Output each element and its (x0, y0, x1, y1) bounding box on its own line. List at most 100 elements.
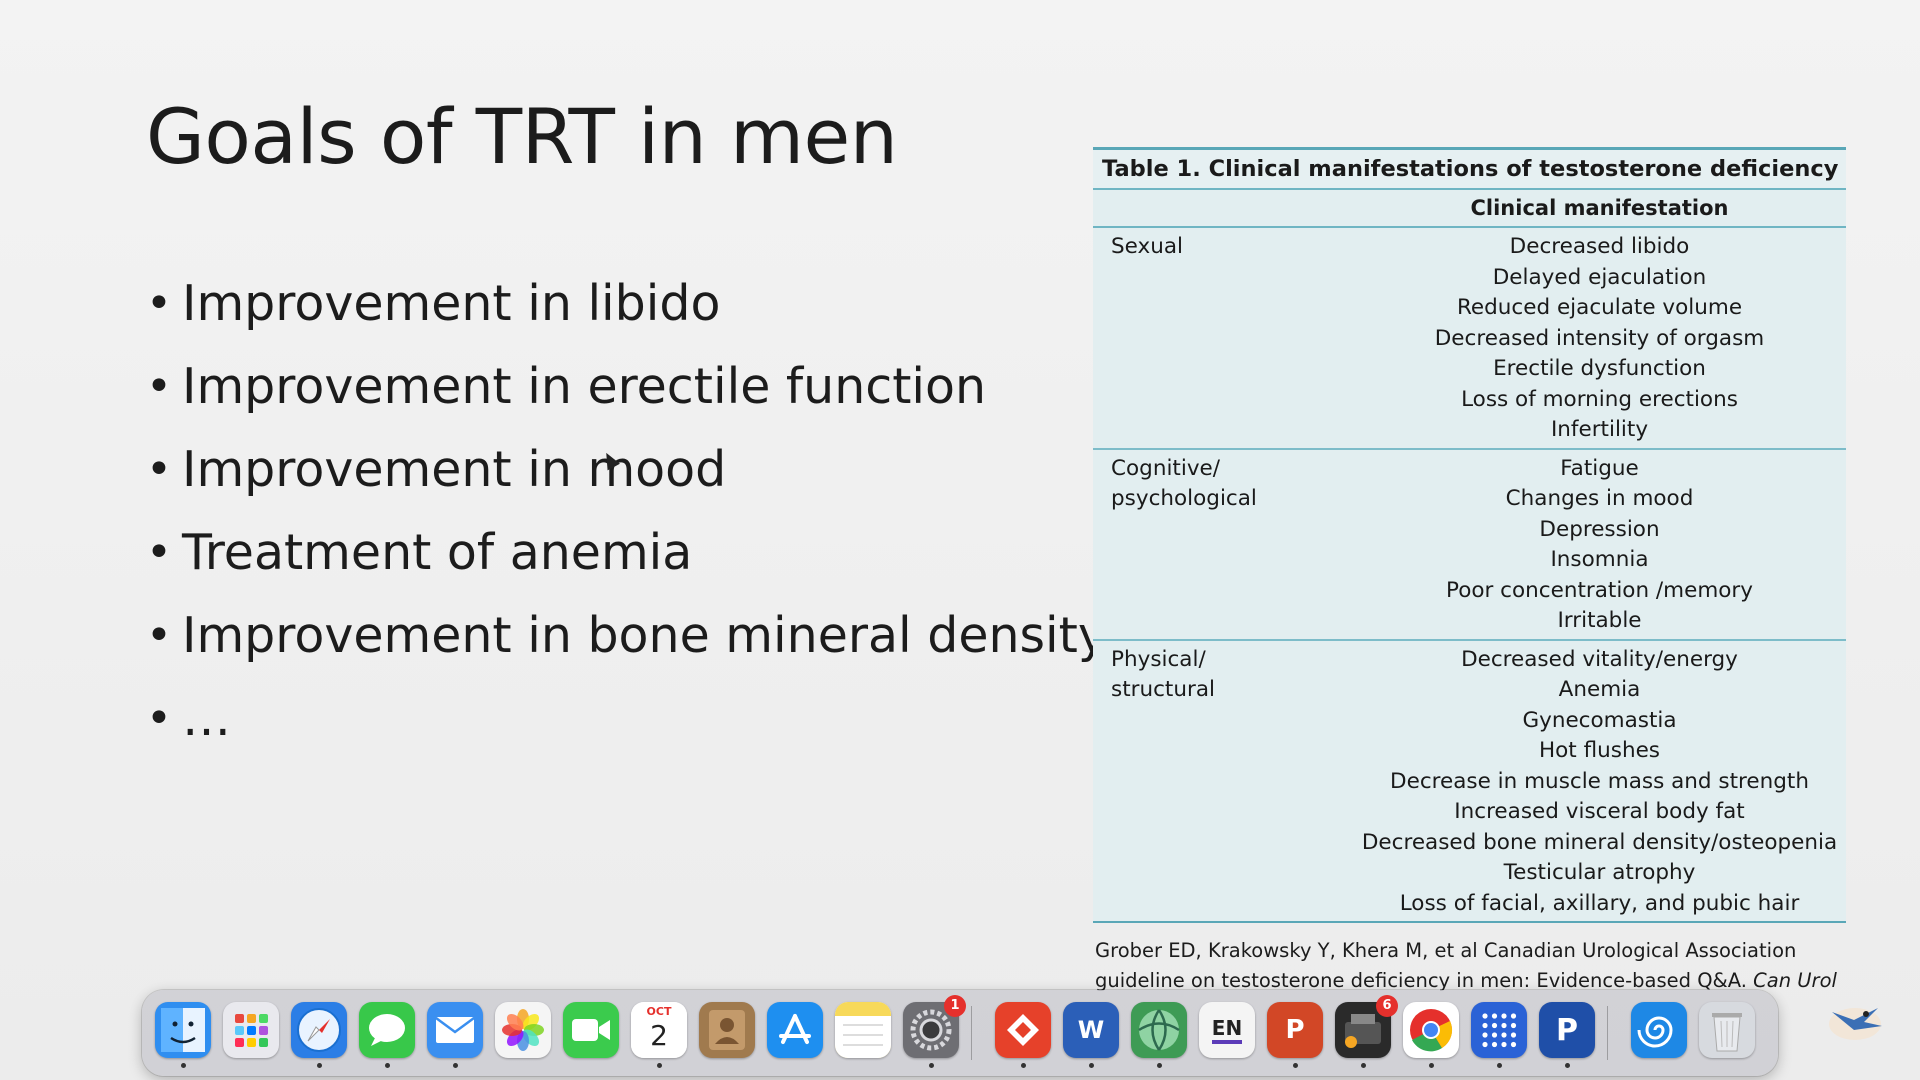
trash-icon[interactable] (1699, 1002, 1755, 1058)
table-group-sexual: Sexual Decreased libido Delayed ejaculat… (1093, 228, 1846, 450)
running-indicator (453, 1063, 458, 1068)
dots-app-icon[interactable] (1471, 1002, 1527, 1058)
citation-text: guideline on testosterone deficiency in … (1095, 969, 1747, 992)
system-settings-icon[interactable]: 1 (903, 995, 966, 1058)
bullet-dot: • (146, 693, 172, 744)
calendar-month: OCT (646, 1005, 672, 1018)
table-group-physical: Physical/ structural Decreased vitality/… (1093, 641, 1846, 922)
manifestation-item: Changes in mood (1505, 486, 1694, 511)
word-icon[interactable]: W (1063, 1002, 1119, 1058)
running-indicator (317, 1063, 322, 1068)
manifestation-item: Insomnia (1550, 547, 1649, 572)
manifestation-item: Hot flushes (1538, 738, 1660, 763)
running-indicator (1497, 1063, 1502, 1068)
dock-separator (971, 1006, 972, 1060)
running-indicator (181, 1063, 186, 1068)
category-label: Physical/ structural (1111, 645, 1331, 706)
running-indicator (1293, 1063, 1298, 1068)
manifestation-item: Anemia (1558, 677, 1641, 702)
bullet-item: •Improvement in libido (146, 272, 1107, 355)
facetime-icon[interactable] (563, 1002, 619, 1058)
citation-line: guideline on testosterone deficiency in … (1095, 966, 1837, 996)
category-label: Sexual (1111, 232, 1331, 263)
slide-title: Goals of TRT in men (146, 92, 898, 181)
manifestation-item: Decreased vitality/energy (1461, 646, 1738, 672)
category-line: Cognitive/ (1111, 455, 1221, 481)
running-indicator (1565, 1063, 1570, 1068)
manifestation-item: Decreased libido (1509, 234, 1690, 259)
manifestation-item: Erectile dysfunction (1493, 356, 1706, 381)
manifestation-item: Increased visceral body fat (1454, 799, 1745, 824)
manifestation-item: Poor concentration /memory (1446, 577, 1753, 603)
table-caption: Table 1. Clinical manifestations of test… (1093, 150, 1846, 190)
manifestation-item: Delayed ejaculation (1492, 264, 1707, 290)
running-indicator (657, 1063, 662, 1068)
category-line: psychological (1111, 486, 1257, 511)
network-globe-icon[interactable] (1131, 1002, 1187, 1058)
table-column-header: Clinical manifestation (1093, 190, 1846, 228)
manifestation-list: Decreased vitality/energy Anemia Gynecom… (1353, 645, 1846, 920)
table-group-cognitive: Cognitive/ psychological Fatigue Changes… (1093, 450, 1846, 641)
messages-icon[interactable] (359, 1002, 415, 1058)
bullet-item: •Improvement in mood (146, 438, 1107, 521)
manifestation-item: Testicular atrophy (1503, 860, 1696, 885)
manifestation-item: Depression (1539, 516, 1660, 542)
app-badge: 6 (1376, 995, 1398, 1017)
column-header-label: Clinical manifestation (1470, 196, 1729, 220)
bird-mascot-icon (1829, 1008, 1882, 1040)
spiral-app-icon[interactable] (1631, 1002, 1687, 1058)
powerpoint-label: P (1285, 1015, 1305, 1045)
manifestations-table: Table 1. Clinical manifestations of test… (1093, 147, 1846, 923)
manifestation-list: Decreased libido Delayed ejaculation Red… (1353, 232, 1846, 446)
manifestation-list: Fatigue Changes in mood Depression Insom… (1353, 454, 1846, 637)
finder-icon[interactable] (155, 1002, 211, 1058)
running-indicator (1361, 1063, 1366, 1068)
bullet-dot: • (146, 610, 172, 661)
category-line: Physical/ (1111, 646, 1206, 672)
running-indicator (1157, 1063, 1162, 1068)
settings-badge: 1 (944, 995, 966, 1017)
manifestation-item: Loss of morning erections (1461, 386, 1738, 412)
citation-line: Grober ED, Krakowsky Y, Khera M, et al C… (1095, 939, 1797, 962)
bullet-text: Improvement in bone mineral density (182, 607, 1107, 664)
bullet-item: •Improvement in erectile function (146, 355, 1107, 438)
manifestation-item: Decreased bone mineral density/osteopeni… (1361, 829, 1838, 855)
manifestation-item: Infertility (1550, 417, 1649, 442)
manifestation-item: Decreased intensity of orgasm (1434, 325, 1765, 351)
bullet-dot: • (146, 361, 172, 412)
manifestation-item: Loss of facial, axillary, and pubic hair (1399, 890, 1800, 916)
p-app-icon[interactable]: P (1539, 1002, 1595, 1058)
bullet-item: •Improvement in bone mineral density (146, 604, 1107, 687)
category-line: Sexual (1111, 234, 1183, 259)
photos-icon[interactable] (495, 1002, 551, 1058)
language-icon[interactable]: EN (1199, 1002, 1255, 1058)
language-label: EN (1211, 1016, 1243, 1044)
running-indicator (1429, 1063, 1434, 1068)
bullet-text: Improvement in mood (182, 441, 727, 498)
powerpoint-icon[interactable]: P (1267, 1002, 1323, 1058)
notes-icon[interactable] (835, 1002, 891, 1058)
category-label: Cognitive/ psychological (1111, 454, 1331, 515)
launchpad-icon[interactable] (223, 1002, 279, 1058)
citation-journal: Can Urol (1753, 969, 1837, 992)
printer-app-icon[interactable]: 6 (1335, 995, 1398, 1058)
anydesk-icon[interactable] (995, 1002, 1051, 1058)
manifestation-item: Reduced ejaculate volume (1456, 295, 1743, 320)
citation: Grober ED, Krakowsky Y, Khera M, et al C… (1095, 936, 1837, 996)
manifestation-item: Fatigue (1560, 455, 1639, 481)
bullet-dot: • (146, 527, 172, 578)
safari-icon[interactable] (291, 1002, 347, 1058)
bullet-dot: • (146, 444, 172, 495)
p-app-label: P (1556, 1012, 1578, 1048)
mail-icon[interactable] (427, 1002, 483, 1058)
chrome-icon[interactable] (1403, 1002, 1459, 1058)
category-line: structural (1111, 677, 1215, 702)
contacts-icon[interactable] (699, 1002, 755, 1058)
bullet-text: Improvement in erectile function (182, 358, 987, 415)
manifestation-item: Gynecomastia (1522, 707, 1677, 733)
bullet-text: … (182, 690, 231, 747)
app-store-icon[interactable] (767, 1002, 823, 1058)
bullet-list: •Improvement in libido •Improvement in e… (146, 272, 1107, 770)
